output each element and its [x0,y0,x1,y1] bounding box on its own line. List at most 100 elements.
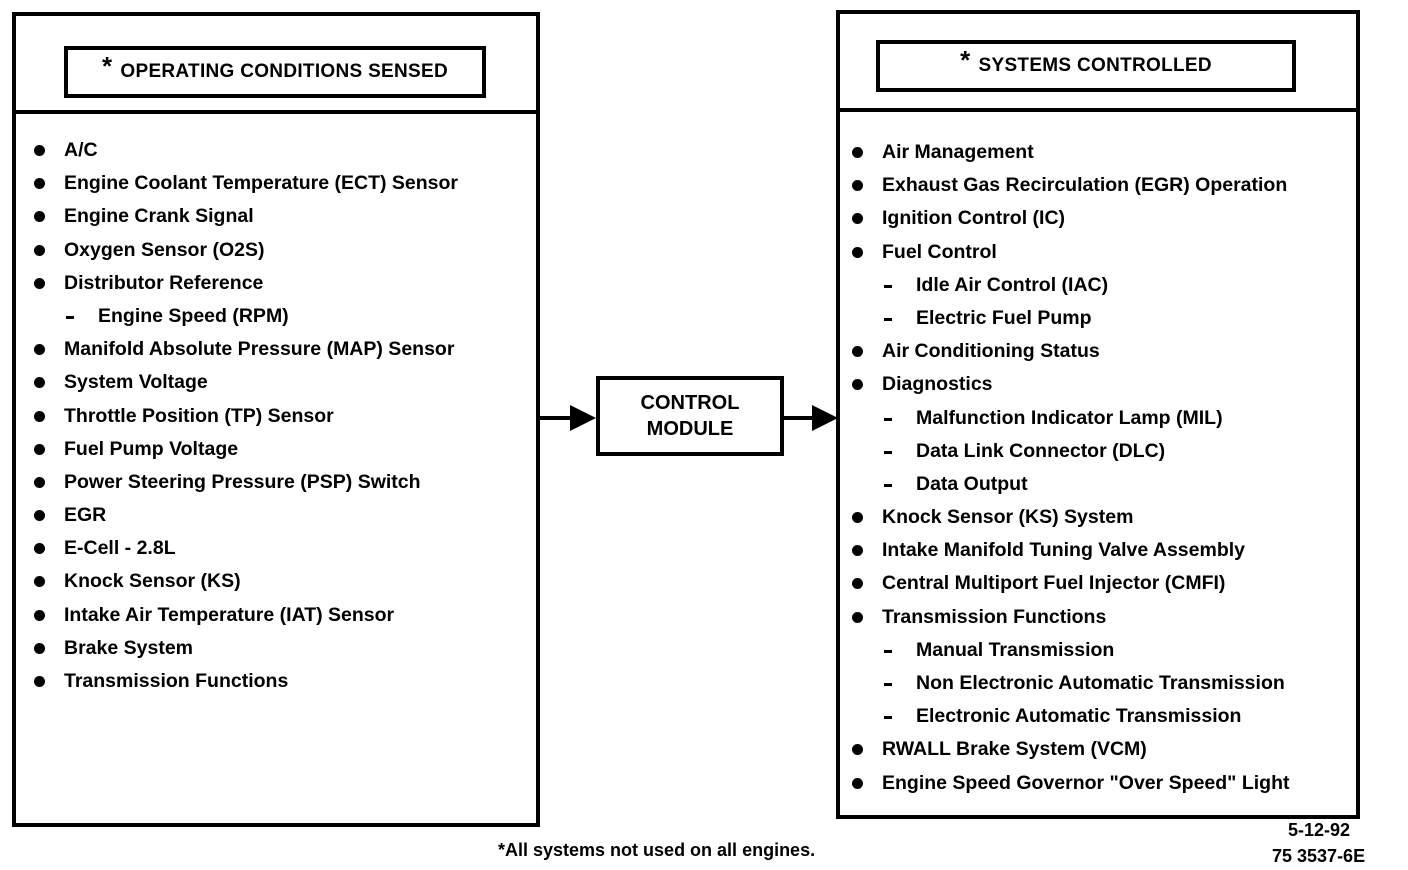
list-item-text: Fuel Pump Voltage [64,437,239,460]
bullet-icon [852,147,863,158]
list-item: Central Multiport Fuel Injector (CMFI) [840,567,1356,600]
list-item-text: Engine Speed Governor "Over Speed" Light [882,771,1290,794]
sub-list-item: Data Output [840,468,1356,501]
output-arrowhead [812,405,838,431]
sub-list-item: Electronic Automatic Transmission [840,700,1356,733]
list-item: Knock Sensor (KS) System [840,501,1356,534]
list-item-text: Non Electronic Automatic Transmission [916,672,1285,694]
list-item-text: Engine Speed (RPM) [98,304,289,327]
list-item: A/C [16,134,536,167]
bullet-icon [34,443,45,455]
bullet-icon [852,578,863,590]
bullet-icon [34,642,45,654]
dash-icon [66,315,74,319]
list-item: RWALL Brake System (VCM) [840,733,1356,766]
bullet-icon [34,476,45,488]
list-item-text: Throttle Position (TP) Sensor [64,404,334,427]
list-item-text: Engine Coolant Temperature (ECT) Sensor [64,172,459,195]
dash-icon [884,483,892,487]
document-date: 5-12-92 [1288,820,1351,840]
list-item: Ignition Control (IC) [840,202,1356,235]
document-number: 75 3537-6E [1272,846,1366,866]
list-item: Distributor Reference [16,267,536,300]
list-item: Engine Crank Signal [16,200,536,233]
control-module-line2: MODULE [646,418,734,440]
list-item-text: Electric Fuel Pump [916,306,1092,329]
list-item-text: Transmission Functions [882,605,1107,628]
list-item-text: Manual Transmission [916,638,1115,661]
dash-icon [884,284,892,288]
bullet-icon [34,211,45,223]
list-item: Engine Coolant Temperature (ECT) Sensor [16,167,536,200]
sensed-conditions-list: A/C Engine Coolant Temperature (ECT) Sens… [16,134,536,698]
list-item: Diagnostics [840,368,1356,401]
list-item-text: Distributor Reference [64,271,264,294]
bullet-icon [852,213,863,225]
list-item-text: Data Link Connector (DLC) [916,439,1166,462]
list-item-text: Oxygen Sensor (O2S) [64,238,265,261]
dash-icon [884,450,892,454]
list-item-text: Electronic Automatic Transmission [916,705,1242,728]
bullet-icon [34,178,45,190]
list-item: Intake Manifold Tuning Valve Assembly [840,534,1356,567]
sub-list-item: Idle Air Control (IAC) [840,269,1356,302]
list-item-text: Manifold Absolute Pressure (MAP) Sensor [64,338,455,361]
sub-list-item: Malfunction Indicator Lamp (MIL) [840,402,1356,435]
list-item-text: Idle Air Control (IAC) [916,273,1109,296]
list-item-text: Air Management [882,141,1034,163]
list-item: EGR [16,499,536,532]
list-item-text: System Voltage [64,371,208,394]
bullet-icon [34,543,45,555]
bullet-icon [852,246,863,258]
bullet-icon [852,346,863,358]
list-item: Engine Speed Governor "Over Speed" Light [840,767,1356,800]
input-arrowhead [570,405,596,431]
dash-icon [884,683,892,686]
bullet-icon [34,609,45,621]
systems-controlled-header: * SYSTEMS CONTROLLED [840,14,1356,112]
list-item: Knock Sensor (KS) [16,565,536,598]
list-item: Fuel Pump Voltage [16,433,536,466]
list-item-text: Diagnostics [882,373,993,396]
bullet-icon [852,545,863,557]
list-item-text: Fuel Control [882,240,997,263]
bullet-icon [34,410,45,422]
bullet-icon [34,576,45,588]
list-item: Transmission Functions [16,665,536,698]
list-item-text: Brake System [64,636,193,659]
list-item: Manifold Absolute Pressure (MAP) Sensor [16,333,536,366]
asterisk-mark: * [960,44,971,75]
control-module-line1: CONTROL [640,392,740,414]
list-item-text: Malfunction Indicator Lamp (MIL) [916,406,1223,429]
list-item-text: Ignition Control (IC) [882,207,1066,230]
sensed-conditions-title-box: * OPERATING CONDITIONS SENSED [64,46,486,98]
footnote: *All systems not used on all engines. [498,840,816,860]
list-item-text: RWALL Brake System (VCM) [882,738,1147,761]
systems-controlled-title-box: * SYSTEMS CONTROLLED [876,40,1296,92]
list-item: Air Management [840,136,1356,169]
sub-list-item: Electric Fuel Pump [840,302,1356,335]
list-item-text: A/C [64,139,98,161]
list-item-text: Intake Air Temperature (IAT) Sensor [64,603,395,626]
sub-list-item: Data Link Connector (DLC) [840,435,1356,468]
bullet-icon [852,512,863,524]
bullet-icon [34,277,45,289]
list-item: System Voltage [16,366,536,399]
sensed-conditions-panel: * OPERATING CONDITIONS SENSED A/C Engine … [12,12,540,827]
sensed-conditions-title: OPERATING CONDITIONS SENSED [120,61,449,82]
list-item: Intake Air Temperature (IAT) Sensor [16,599,536,632]
dash-icon [884,417,892,421]
dash-icon [884,716,892,720]
list-item: Power Steering Pressure (PSP) Switch [16,466,536,499]
bullet-icon [34,510,45,522]
bullet-icon [34,676,45,687]
list-item-text: Engine Crank Signal [64,205,254,228]
list-item: Throttle Position (TP) Sensor [16,400,536,433]
list-item-text: EGR [64,504,107,527]
sensed-conditions-header: * OPERATING CONDITIONS SENSED [16,16,536,114]
bullet-icon [852,611,863,623]
asterisk-mark: * [101,50,113,81]
